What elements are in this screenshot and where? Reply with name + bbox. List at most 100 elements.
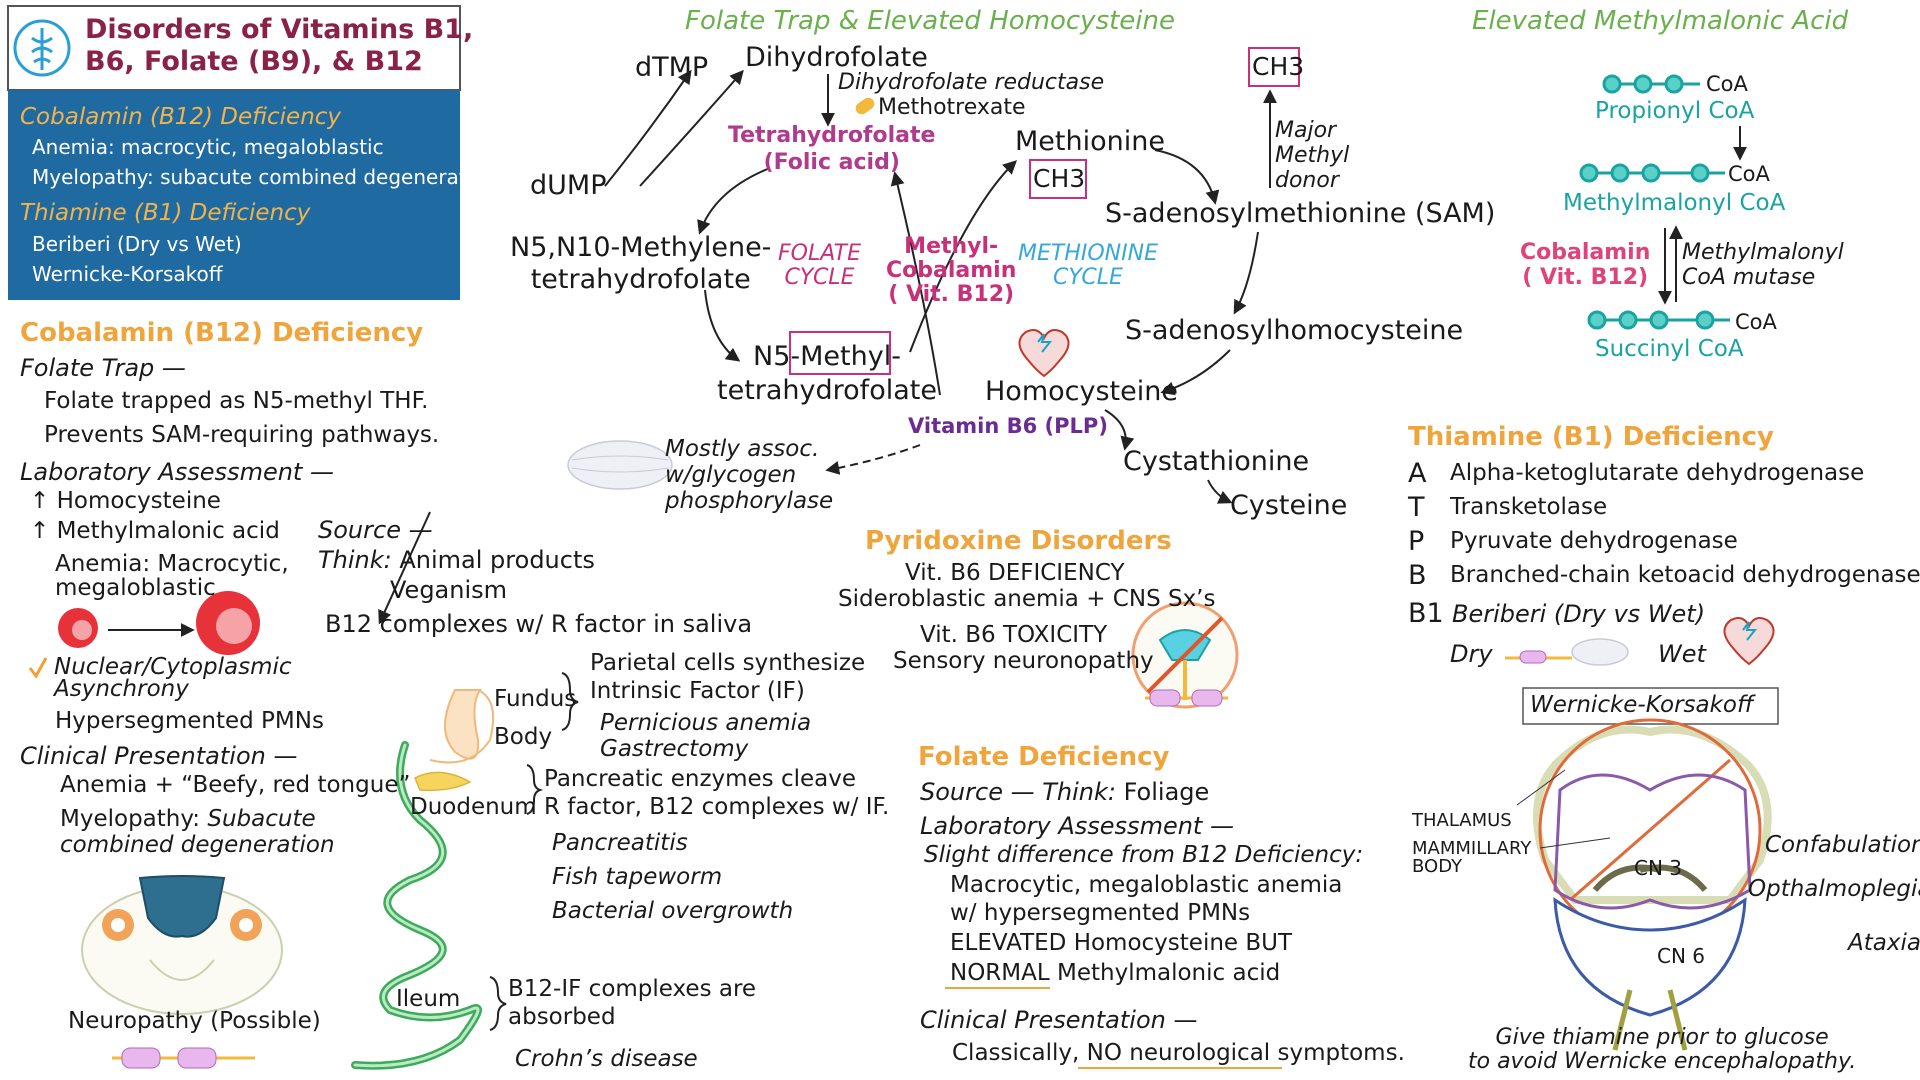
summary-panel [8,90,460,300]
arrow-thf-mthf [697,167,771,235]
folate-trap-title: Folate Trap & Elevated Homocysteine [685,6,1176,36]
wet-heart-icon [1723,617,1775,666]
pernicious-label: Pernicious anemia [600,710,812,736]
summary-cobalamin-item-2: Myelopathy: subacute combined degenerati… [32,165,498,189]
absorbed-line1: B12-IF complexes are [508,976,757,1002]
pancreatic-line1: Pancreatic enzymes cleave [544,766,857,792]
coa-label-1: CoA [1706,72,1748,96]
rfactor-label: B12 complexes w/ R factor in saliva [325,610,753,638]
mnemonic-letter-p: P [1408,526,1425,557]
pill-icon [855,97,875,115]
mecbl-line2: Cobalamin [886,258,1017,283]
mammillary-line2: BODY [1412,856,1463,877]
folate-lab2: w/ hypersegmented PMNs [950,900,1251,926]
absorbed-line2: absorbed [508,1004,616,1030]
folate-cycle-line2: CYCLE [784,265,855,290]
title-line2: B6, Folate (B9), & B12 [85,46,423,77]
met-cycle-line1: METHIONINE [1018,241,1158,266]
folate-clin1: Classically, NO neurological symptoms. [952,1040,1405,1066]
mnemonic-letter-a: A [1408,458,1427,489]
think-label: Think: [318,546,392,574]
summary-cobalamin-item-1: Anemia: macrocytic, megaloblastic [32,135,384,159]
dry-muscle-icon [1505,638,1629,666]
methylcobalamin-label: Methyl- Cobalamin ( Vit. B12) [886,235,1016,307]
glyco-line1: Mostly assoc. [665,436,820,462]
caduceus-icon [13,19,71,77]
dry-label: Dry [1450,640,1493,668]
duodenum-label: Duodenum [410,794,537,820]
cause-pancreatitis: Pancreatitis [552,830,688,856]
ileum-label: Ileum [396,986,461,1012]
b6-toxicity: Vit. B6 TOXICITY [920,622,1108,648]
b6-toxicity-sx: Sensory neuronopathy [893,648,1154,674]
major-methyl-donor-label: Major Methyl donor [1275,118,1349,193]
methionine-label: Methionine [1015,126,1165,157]
coa-chain-methylmalonyl [1579,163,1725,183]
muscle-icon [567,440,673,490]
arrow-sam-sah [1233,231,1259,315]
mnemonic-letter-t: T [1408,492,1425,523]
lab-homocysteine: ↑ Homocysteine [30,488,221,514]
spinal-cord-icon [81,875,283,1015]
sign-ataxia: Ataxia [1848,930,1920,956]
arrow-hcy-met [909,160,1018,353]
arrow-n5-thf [890,171,941,396]
glyco-line2: w/glycogen [665,462,797,488]
trap-line1: Folate trapped as N5-methyl THF. [44,388,429,414]
thf-line2: (Folic acid) [763,150,900,175]
clin-tongue: Anemia + “Beefy, red tongue” [60,772,411,798]
title-line1: Disorders of Vitamins B1, [85,14,474,45]
beriberi-label: Beriberi (Dry vs Wet) [1452,600,1706,628]
cystathionine-label: Cystathionine [1123,446,1310,477]
braces [489,672,579,1031]
pyridoxine-head: Pyridoxine Disorders [865,526,1172,556]
enzyme-transketolase: Transketolase [1450,494,1608,520]
folate-clin-c: symptoms. [1270,1040,1405,1066]
mammillary-line1: MAMMILLARY [1412,838,1532,859]
folate-lab4: NORMAL Methylmalonic acid [950,960,1280,986]
clin-myelopathy-a: Myelopathy: [60,806,208,832]
nuc-line1: Nuclear/Cytoplasmic [54,654,292,680]
n5-line2: tetrahydrofolate [717,375,937,406]
mnemonic-letter-b: B [1408,560,1427,591]
lab-head: Laboratory Assessment — [20,458,334,486]
folate-lab1: Macrocytic, megaloblastic anemia [950,872,1343,898]
cbl-line2: ( Vit. B12) [1522,265,1649,290]
wet-label: Wet [1658,640,1706,668]
checkmark-icon [28,657,48,679]
anemia-label: Anemia: Macrocytic, megaloblastic [55,552,289,600]
methylmalonyl-coa-label: Methylmalonyl CoA [1563,190,1786,216]
arrow-dump-dhf [639,69,744,187]
folate-def-head: Folate Deficiency [918,742,1170,772]
thf-line1: Tetrahydrofolate [728,123,936,148]
dhf-label: Dihydrofolate [745,42,928,73]
arrow-sah-hcy [1160,349,1231,396]
b6-deficiency-sx: Sideroblastic anemia + CNS Sx’s [838,586,1216,612]
think-veganism: Veganism [390,576,508,604]
glyco-line3: phosphorylase [665,488,834,514]
sign-confabulation: Confabulation [1765,832,1920,858]
neuron-prohibited-icon [1131,601,1239,709]
arrow-cysta-cys [1207,479,1233,504]
thf-label: Tetrahydrofolate (Folic acid) [728,122,935,176]
major-line2: Methyl [1275,143,1350,168]
heart-icon [1018,329,1070,378]
folate-clin-a: Classically, [952,1040,1087,1066]
cobalamin-head: Cobalamin (B12) Deficiency [20,318,424,348]
mammillary-label: MAMMILLARY BODY [1412,840,1531,876]
methionine-cycle-label: METHIONINE CYCLE [1018,242,1158,290]
arrow-hcy-cysta [1104,409,1135,451]
title-box [7,5,461,91]
summary-thiamine-head: Thiamine (B1) Deficiency [20,200,311,226]
major-line1: Major [1275,118,1337,143]
thalamus-label: THALAMUS [1412,810,1512,831]
propionyl-coa-label: Propionyl CoA [1595,98,1755,124]
folate-think: Think: [1042,778,1116,806]
crohn-label: Crohn’s disease [515,1046,698,1072]
nerve-icon [112,1047,255,1069]
summary-thiamine-item-2: Wernicke-Korsakoff [32,262,223,286]
trap-line2: Prevents SAM-requiring pathways. [44,422,440,448]
folate-mma: Methylmalonic acid [1049,960,1281,986]
neuropathy-label: Neuropathy (Possible) [68,1008,321,1034]
